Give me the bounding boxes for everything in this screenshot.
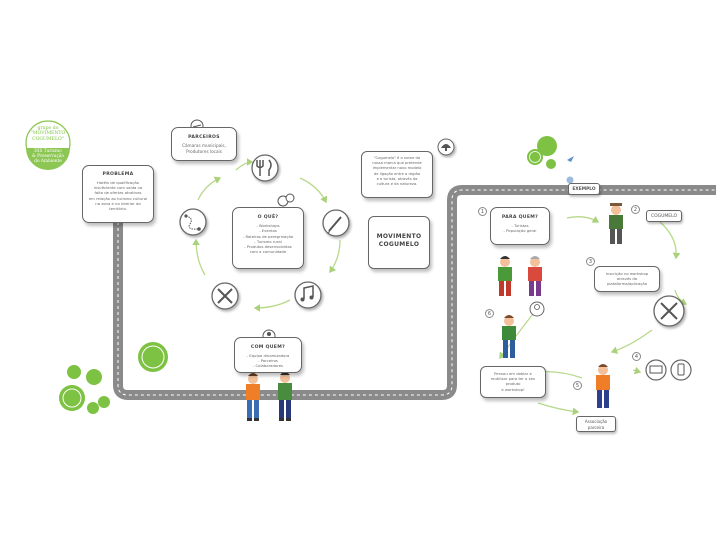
movimento-quote-bubble: "Cogumelo" é o nome da nossa marca que p… — [361, 151, 433, 198]
person-thinking — [502, 315, 516, 358]
movimento-cogumelo-box: MOVIMENTO COGUMELO — [368, 216, 430, 269]
parceiros-box: PARCEIROS Câmaras municipais, Produtores… — [171, 127, 237, 161]
para-quem-body: - Turistas - População geral — [503, 223, 537, 233]
laptop-icon — [645, 359, 667, 381]
oque-body: - Workshops - Eventos - Roteiros de pere… — [242, 223, 294, 255]
step-number-5: 5 — [573, 381, 582, 390]
bird-icon — [567, 156, 574, 162]
parceiros-body: Câmaras municipais, Produtores locais — [182, 143, 226, 154]
tools-icon-right — [653, 295, 685, 327]
person-hat — [609, 203, 623, 244]
person-green-left — [278, 372, 292, 421]
badge-top-text: grupo do "MOVIMENTO COGUMELO" — [30, 126, 66, 142]
oque-box: O QUÊ? - Workshops - Eventos - Roteiros … — [232, 207, 304, 269]
pergunta-text: Pensou em doblar e reutilizar para ter o… — [490, 371, 536, 392]
person-grey-hair — [528, 256, 542, 296]
music-icon — [294, 281, 322, 309]
paintbrush-icon — [322, 209, 350, 237]
mushroom-icon — [437, 138, 455, 156]
route-icon — [179, 208, 207, 236]
phone-icon — [670, 359, 692, 381]
lightbulb-icon — [529, 301, 545, 317]
para-quem-box: PARA QUEM? - Turistas - População geral — [490, 207, 550, 245]
cycle-arrows — [192, 158, 341, 312]
inscricao-text: Inscrição no workshop através da platafo… — [605, 271, 649, 287]
person-green-shirt — [498, 256, 512, 296]
problema-title: PROBLEMA — [102, 172, 134, 177]
movimento-name: MOVIMENTO COGUMELO — [376, 233, 422, 248]
comquem-body: - Equipa dinamizadora - Parceiros - Cola… — [246, 353, 290, 368]
problema-body: Hotéis de qualificação insuficiente com … — [88, 180, 148, 212]
problema-box: PROBLEMA Hotéis de qualificação insufici… — [82, 165, 154, 223]
para-quem-title: PARA QUEM? — [501, 215, 539, 220]
person-orange-right — [596, 364, 610, 408]
oque-title: O QUÊ? — [257, 215, 279, 220]
step-number-4: 4 — [632, 352, 641, 361]
pergunta-bubble: Pensou em doblar e reutilizar para ter o… — [480, 366, 546, 398]
tools-icon — [211, 282, 239, 310]
comquem-title: COM QUEM? — [250, 345, 286, 350]
group-badge — [25, 120, 71, 170]
parceiros-title: PARCEIROS — [188, 135, 220, 140]
step-number-3: 3 — [586, 257, 595, 266]
step-number-6: 6 — [485, 309, 494, 318]
inscricao-bubble: Inscrição no workshop através da platafo… — [594, 266, 660, 292]
associacao-tag: Associação parceira — [576, 416, 616, 432]
badge-bottom-text: DIS Turismo & Preservação do Ambiente — [31, 149, 65, 165]
exemplo-tag: EXEMPLO — [568, 183, 600, 195]
road — [113, 185, 716, 400]
comquem-box: COM QUEM? - Equipa dinamizadora - Parcei… — [234, 337, 302, 373]
fork-knife-icon — [251, 154, 279, 182]
movimento-quote: "Cogumelo" é o nome da nossa marca que p… — [372, 156, 422, 187]
money-icon — [277, 193, 295, 207]
person-orange-left — [246, 373, 260, 421]
step-number-2: 2 — [631, 205, 640, 214]
cogumelo-tag: COGUMELO — [646, 210, 682, 222]
green-dots — [59, 136, 574, 414]
step-number-1: 1 — [478, 207, 487, 216]
